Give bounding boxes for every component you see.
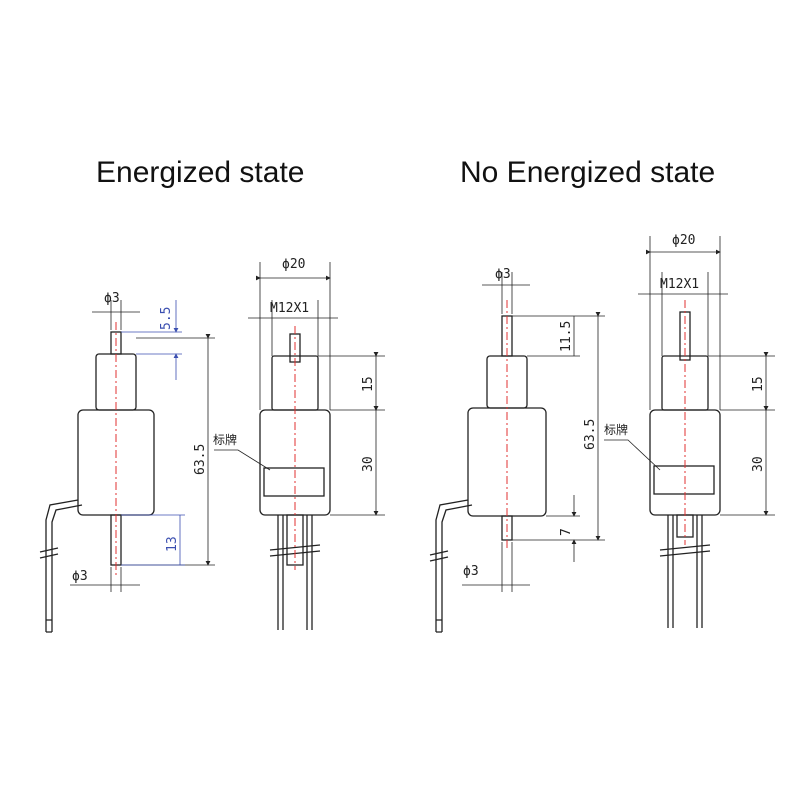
no-energized-stroke-top: 11.5	[559, 321, 574, 352]
no-energized-stroke-bottom: 7	[559, 528, 574, 536]
no-energized-total-length: 63.5	[583, 419, 598, 450]
no-energized-thread-spec: M12X1	[660, 277, 699, 292]
title-no-energized-state: No Energized state	[460, 156, 716, 189]
energized-total-length: 63.5	[193, 444, 208, 475]
no-energized-pin-diameter-bottom: ϕ3	[463, 564, 479, 579]
energized-pin-diameter-top: ϕ3	[104, 291, 120, 306]
no-energized-outer-diameter: ϕ20	[672, 233, 695, 248]
energized-stroke-top: 5.5	[159, 307, 174, 330]
no-energized-label-tag: 标牌	[604, 423, 628, 437]
energized-front-view	[39, 300, 215, 633]
title-energized-state: Energized state	[96, 156, 305, 189]
energized-label-tag: 标牌	[213, 433, 237, 447]
energized-pin-diameter-bottom: ϕ3	[72, 569, 88, 584]
no-energized-body-length: 30	[751, 456, 766, 472]
energized-front-blue-dims	[121, 300, 185, 566]
no-energized-front-view	[429, 272, 605, 633]
energized-neck-length: 15	[361, 376, 376, 392]
no-energized-side-view	[604, 236, 775, 628]
energized-stroke-bottom: 13	[165, 536, 180, 552]
energized-thread-spec: M12X1	[270, 301, 309, 316]
energized-body-length: 30	[361, 456, 376, 472]
energized-side-view	[214, 262, 385, 630]
energized-outer-diameter: ϕ20	[282, 257, 305, 272]
no-energized-pin-diameter-top: ϕ3	[495, 267, 511, 282]
no-energized-neck-length: 15	[751, 376, 766, 392]
